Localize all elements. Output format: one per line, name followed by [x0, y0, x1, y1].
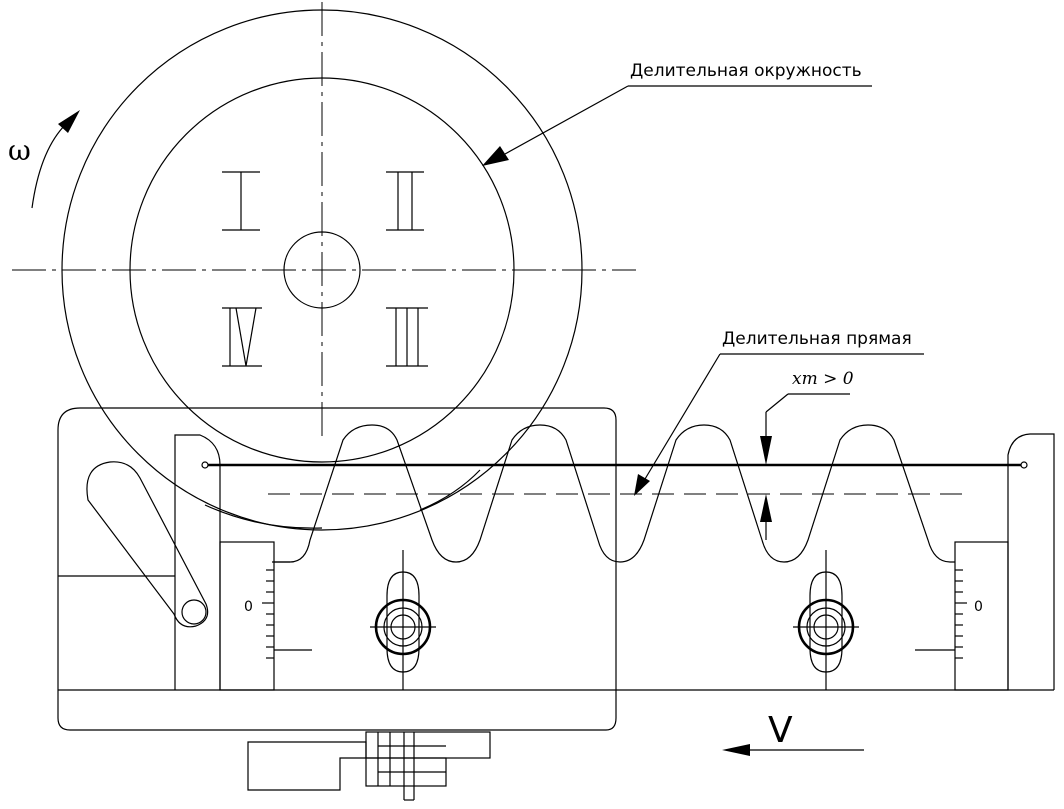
rotation-arrow	[31, 123, 67, 209]
right-clamp	[954, 433, 1055, 691]
slot-bolt-right[interactable]	[793, 550, 859, 690]
numeral-II	[386, 171, 424, 231]
pitch-line-label: Делительная прямая	[722, 329, 912, 349]
velocity-label: V	[768, 710, 793, 751]
left-scale-zero: 0	[244, 599, 253, 615]
feed-screw	[247, 731, 491, 801]
left-scale	[262, 569, 274, 659]
shift-label: xm > 0	[792, 369, 854, 389]
numeral-IV	[222, 307, 262, 367]
pitch-circle-label: Делительная окружность	[630, 61, 862, 81]
omega-label: ω	[8, 134, 31, 167]
right-scale	[955, 569, 967, 659]
wheel-arc-right	[419, 469, 481, 511]
rack-frame	[57, 407, 1054, 731]
rotation-arrowhead	[58, 110, 80, 133]
wheel-arc-lower	[204, 504, 323, 529]
right-scale-zero: 0	[974, 599, 983, 615]
numeral-I	[222, 171, 260, 231]
lever-handle[interactable]	[86, 461, 209, 628]
slot-bolt-left[interactable]	[370, 550, 436, 690]
rack-teeth	[272, 424, 955, 563]
velocity-arrowhead	[722, 744, 750, 756]
numeral-III	[386, 307, 428, 367]
